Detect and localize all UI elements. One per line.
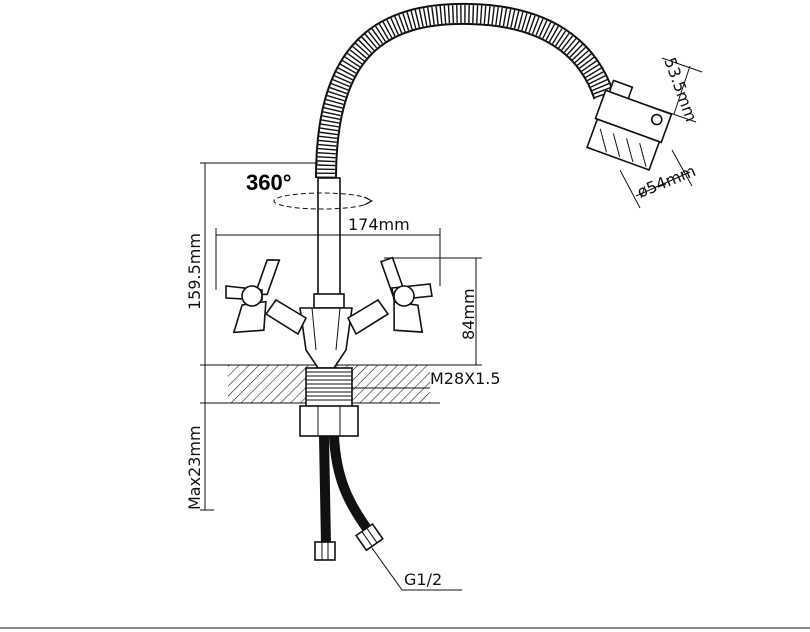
dimension-spread: 174mm — [215, 215, 441, 290]
riser-pipe — [313, 177, 345, 309]
total-height-label: 159.5mm — [185, 233, 204, 310]
supply-hoses — [314, 435, 384, 561]
right-handle — [346, 256, 433, 336]
spread-label: 174mm — [348, 215, 410, 234]
connector-label: G1/2 — [404, 570, 442, 589]
dimension-body-height: 84mm — [384, 257, 482, 366]
spray-head — [586, 79, 673, 171]
faucet-body — [299, 307, 353, 369]
dimension-mount-depth: Max23mm — [185, 365, 214, 511]
mount-depth-label: Max23mm — [185, 425, 204, 510]
rotation-indicator: 360° — [246, 170, 374, 210]
thread-callout: M28X1.5 — [352, 369, 501, 389]
flexible-spout — [315, 2, 615, 179]
thread-label: M28X1.5 — [430, 369, 501, 388]
body-height-label: 84mm — [459, 288, 478, 340]
left-handle — [225, 259, 308, 336]
rotation-label: 360° — [246, 170, 292, 195]
threaded-shank — [299, 367, 359, 437]
connector-callout: G1/2 — [371, 547, 462, 591]
dimension-total-height: 159.5mm — [185, 162, 318, 365]
